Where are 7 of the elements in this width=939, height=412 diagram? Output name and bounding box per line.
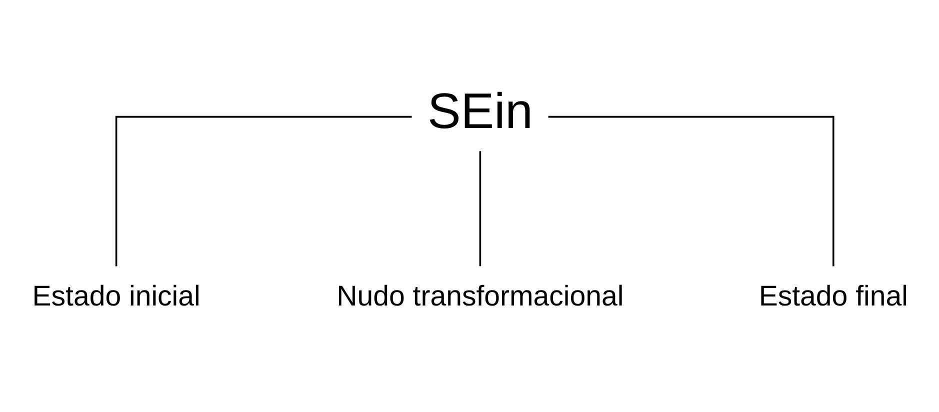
connector [548,116,834,266]
connector [479,151,482,266]
node-text: Estado final [758,280,908,313]
connector [115,116,412,266]
node-text: Estado inicial [32,280,200,313]
node-text: SEin [427,83,533,140]
node-text: Nudo transformacional [336,280,624,313]
